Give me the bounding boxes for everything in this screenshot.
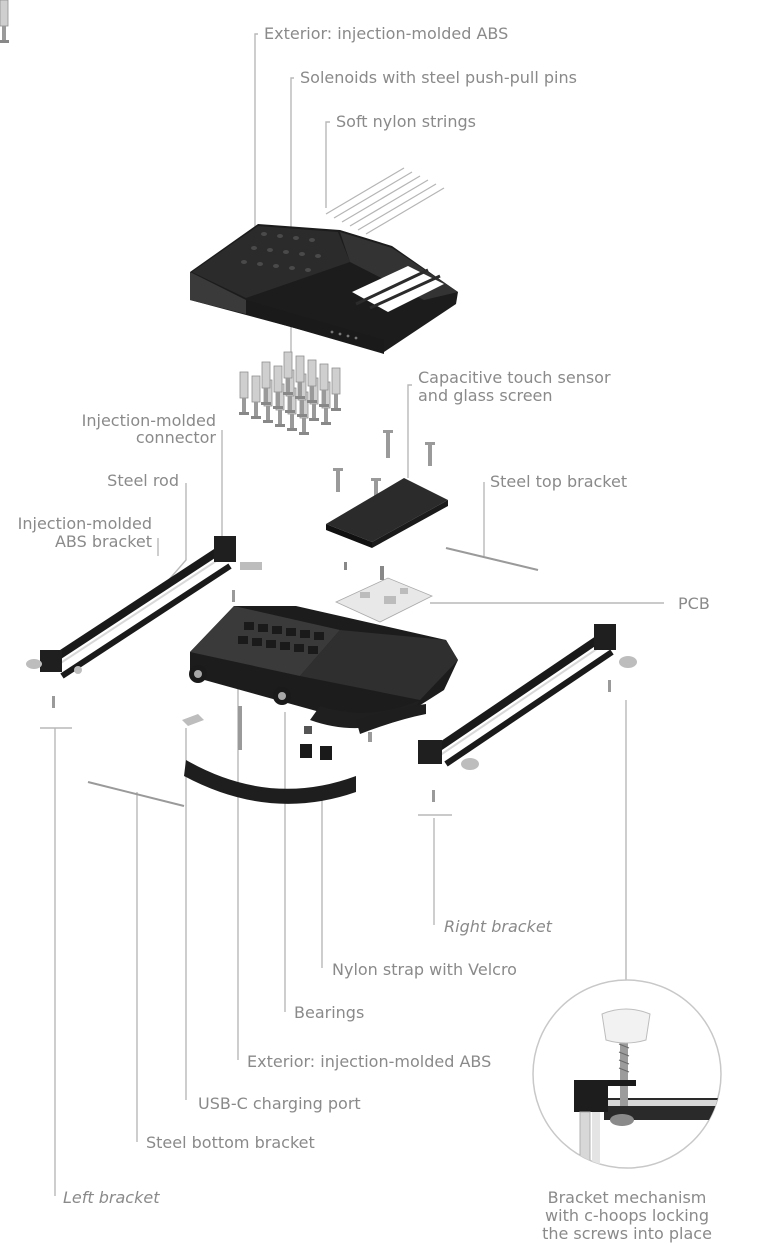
bottom-exterior-housing	[189, 606, 458, 729]
label-nylon-strings: Soft nylon strings	[336, 112, 476, 131]
bearings-small-parts	[300, 726, 332, 760]
label-solenoids: Solenoids with steel push-pull pins	[300, 68, 577, 87]
touch-sensor-glass-part	[326, 478, 448, 548]
pcb-part	[335, 562, 433, 623]
label-right-bracket: Right bracket	[444, 917, 553, 936]
label-steel-top-bracket: Steel top bracket	[490, 472, 627, 491]
label-exterior-top: Exterior: injection-molded ABS	[264, 24, 508, 43]
label-connector-line1: Injection-molded	[82, 411, 216, 430]
label-connector-line2: connector	[136, 428, 217, 447]
label-exterior-bottom: Exterior: injection-molded ABS	[247, 1052, 491, 1071]
nylon-strap-part	[184, 704, 426, 804]
label-mechanism-line1: Bracket mechanism	[548, 1188, 707, 1207]
right-bracket-part	[418, 624, 637, 770]
screws	[52, 430, 611, 802]
solenoids-part	[0, 0, 342, 436]
label-usb-c: USB-C charging port	[198, 1094, 361, 1113]
steel-top-bracket-part	[445, 547, 539, 571]
bracket-mechanism-detail	[532, 979, 722, 1169]
usb-c-port-part	[182, 714, 204, 726]
label-bearings: Bearings	[294, 1003, 364, 1022]
steel-bottom-bracket-part	[87, 781, 185, 807]
label-abs-bracket-line2: ABS bracket	[55, 532, 152, 551]
label-steel-rod: Steel rod	[107, 471, 179, 490]
label-pcb: PCB	[678, 594, 710, 613]
labels: Exterior: injection-molded ABS Solenoids…	[18, 24, 712, 1243]
label-left-bracket: Left bracket	[63, 1188, 160, 1207]
label-abs-bracket-line1: Injection-molded	[18, 514, 152, 533]
label-mechanism-line3: the screws into place	[542, 1224, 712, 1243]
label-glass-screen: and glass screen	[418, 386, 553, 405]
label-steel-bottom-bracket: Steel bottom bracket	[146, 1133, 315, 1152]
label-mechanism-line2: with c-hoops locking	[545, 1206, 709, 1225]
top-exterior-housing	[190, 224, 458, 354]
label-capacitive-sensor: Capacitive touch sensor	[418, 368, 611, 387]
label-nylon-strap: Nylon strap with Velcro	[332, 960, 517, 979]
left-bracket-part	[26, 536, 262, 679]
nylon-strings-part	[325, 167, 445, 235]
